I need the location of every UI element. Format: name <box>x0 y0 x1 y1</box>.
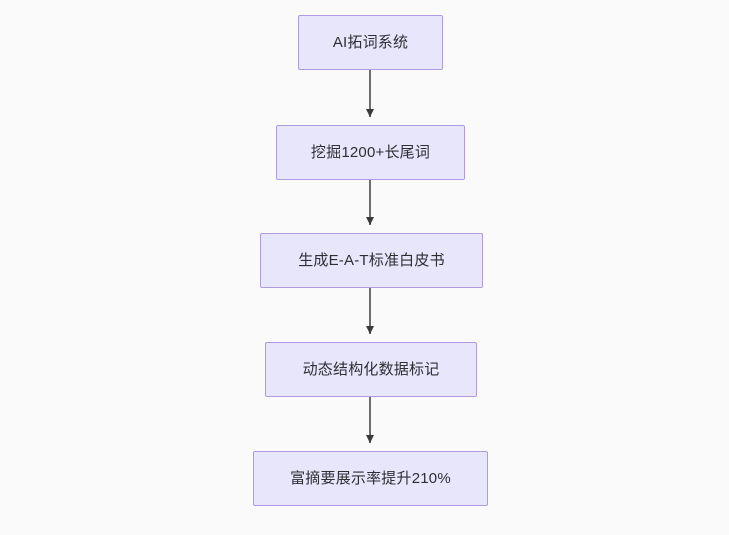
flowchart-node-n5[interactable]: 富摘要展示率提升210% <box>253 451 488 506</box>
flowchart-arrowhead-e2 <box>365 217 374 225</box>
flowchart-arrowhead-e3 <box>365 326 374 334</box>
flowchart-edge-e1 <box>369 70 371 117</box>
flowchart-arrowhead-e1 <box>365 109 374 117</box>
flowchart-node-n2[interactable]: 挖掘1200+长尾词 <box>276 125 465 180</box>
flowchart-node-label: 生成E-A-T标准白皮书 <box>298 252 445 269</box>
flowchart-edge-e3 <box>369 288 371 334</box>
flowchart-arrowhead-e4 <box>365 435 374 443</box>
flowchart-node-label: 动态结构化数据标记 <box>302 361 440 378</box>
flowchart-node-label: 富摘要展示率提升210% <box>290 470 451 487</box>
flowchart-node-label: 挖掘1200+长尾词 <box>310 144 431 161</box>
flowchart-node-label: AI拓词系统 <box>332 34 409 51</box>
flowchart-edge-e2 <box>369 180 371 225</box>
flowchart-node-n3[interactable]: 生成E-A-T标准白皮书 <box>260 233 483 288</box>
flowchart-edge-e4 <box>369 397 371 443</box>
flowchart-node-n4[interactable]: 动态结构化数据标记 <box>265 342 477 397</box>
flowchart-node-n1[interactable]: AI拓词系统 <box>298 15 443 70</box>
